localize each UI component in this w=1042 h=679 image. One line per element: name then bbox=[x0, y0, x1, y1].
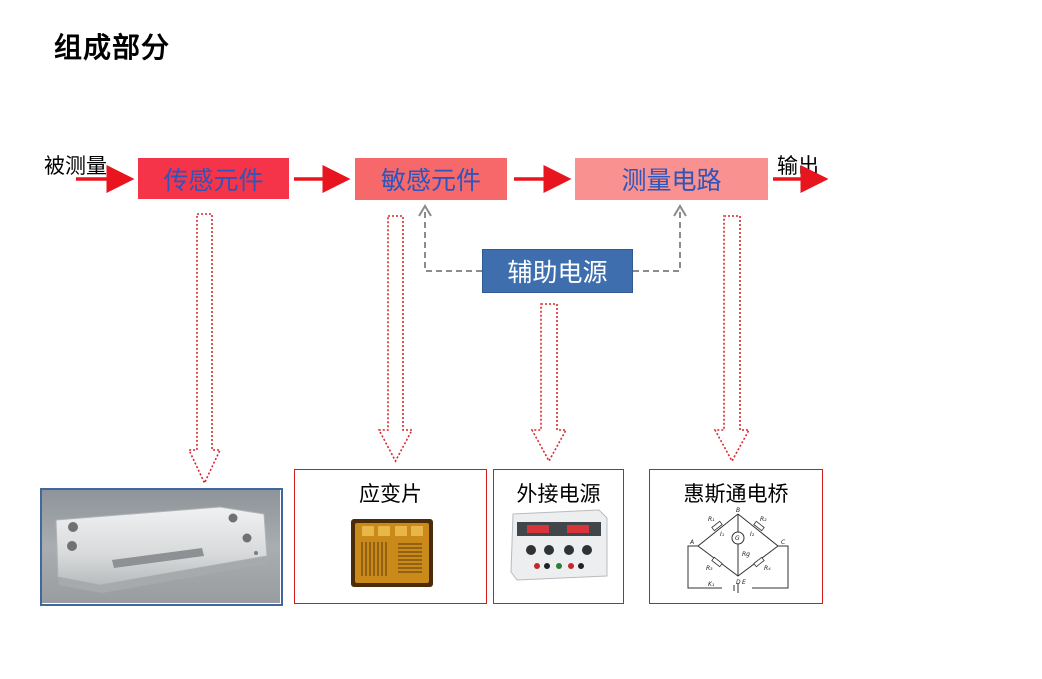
bridge-i2: I₂ bbox=[750, 531, 755, 538]
dashed-power-lines bbox=[424, 210, 681, 272]
sensor-element-block: 传感元件 bbox=[138, 158, 289, 199]
strain-gauge-image bbox=[351, 519, 433, 587]
down-arrow-sensitive bbox=[377, 215, 414, 463]
measuring-circuit-block: 测量电路 bbox=[575, 158, 768, 200]
load-cell-photo bbox=[40, 488, 283, 606]
bridge-r1: R₁ bbox=[708, 516, 715, 523]
bridge-ks: K₁ bbox=[708, 581, 715, 588]
dashed-arrowhead-left bbox=[418, 204, 432, 217]
dashed-arrowhead-right bbox=[673, 204, 687, 217]
external-power-panel: 外接电源 bbox=[493, 469, 624, 604]
bridge-node-b: B bbox=[736, 507, 740, 514]
strain-gauge-panel: 应变片 bbox=[294, 469, 487, 604]
bridge-r3: R₃ bbox=[706, 565, 713, 572]
bridge-node-c: C bbox=[781, 539, 786, 546]
bridge-node-a: A bbox=[689, 539, 694, 546]
bridge-g: G bbox=[735, 535, 740, 542]
bridge-r4: R₄ bbox=[764, 565, 771, 572]
input-label: 被测量 bbox=[44, 154, 107, 178]
external-power-label: 外接电源 bbox=[516, 482, 601, 506]
wheatstone-panel: 惠斯通电桥 B A C D R₁ bbox=[649, 469, 823, 604]
bridge-r2: R₂ bbox=[760, 516, 767, 523]
power-supply-image bbox=[510, 509, 608, 581]
page-title: 组成部分 bbox=[54, 31, 171, 64]
bridge-node-d: D bbox=[736, 579, 741, 586]
down-arrow-measure bbox=[713, 215, 751, 463]
bridge-circuit-image: B A C D R₁ R₂ R₃ R₄ I₁ I₂ G Rg K₁ E bbox=[687, 507, 789, 593]
down-arrow-sensor bbox=[187, 213, 222, 485]
bridge-e: E bbox=[742, 579, 746, 586]
down-arrow-power bbox=[530, 303, 568, 463]
sensitive-element-block: 敏感元件 bbox=[355, 158, 507, 200]
bridge-i1: I₁ bbox=[720, 531, 725, 538]
bridge-rg: Rg bbox=[742, 551, 750, 558]
strain-gauge-label: 应变片 bbox=[359, 482, 422, 506]
wheatstone-label: 惠斯通电桥 bbox=[683, 482, 789, 506]
auxiliary-power-block: 辅助电源 bbox=[482, 249, 633, 293]
